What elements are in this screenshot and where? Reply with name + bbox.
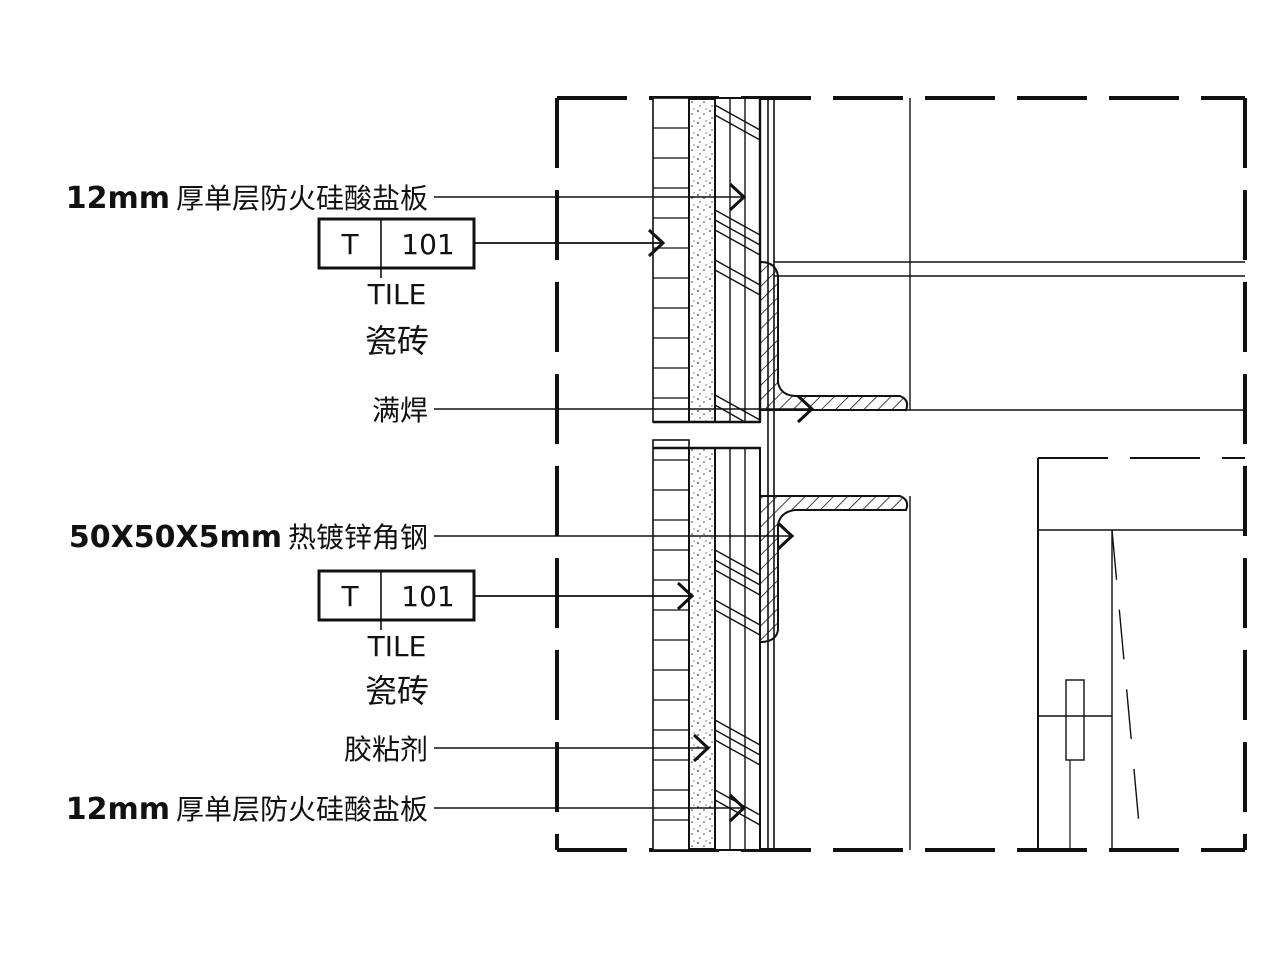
lower-tile-joints <box>653 459 689 821</box>
tag-upper-code: T <box>340 228 359 261</box>
upper-wall-assembly <box>652 97 762 424</box>
interior-lines <box>909 98 1245 850</box>
leader-adhesive <box>434 733 711 763</box>
tag-lower-material-en: TILE <box>367 630 427 663</box>
tag-upper-number: 101 <box>401 228 454 261</box>
label-weld: 满焊 <box>372 394 428 427</box>
leader-weld <box>434 394 815 424</box>
material-tag-upper: T 101 TILE 瓷砖 <box>317 217 666 360</box>
tag-lower-code: T <box>340 580 359 613</box>
lower-board-hatch <box>714 549 761 826</box>
tag-lower-material-cn: 瓷砖 <box>365 672 429 710</box>
tag-lower-number: 101 <box>401 580 454 613</box>
tag-upper-material-en: TILE <box>367 278 427 311</box>
leader-top-board <box>434 182 747 212</box>
upper-tile-joints <box>653 127 689 399</box>
leader-angle-steel <box>434 521 795 551</box>
upper-board-hatch <box>714 104 761 423</box>
lower-wall-assembly <box>652 98 775 851</box>
upper-angle-steel <box>759 260 1245 411</box>
tag-upper-material-cn: 瓷砖 <box>365 322 429 360</box>
label-adhesive: 胶粘剂 <box>344 733 428 766</box>
leader-bottom-board <box>434 793 747 823</box>
lower-angle-steel <box>759 495 909 644</box>
material-tag-lower: T 101 TILE 瓷砖 <box>317 569 695 710</box>
